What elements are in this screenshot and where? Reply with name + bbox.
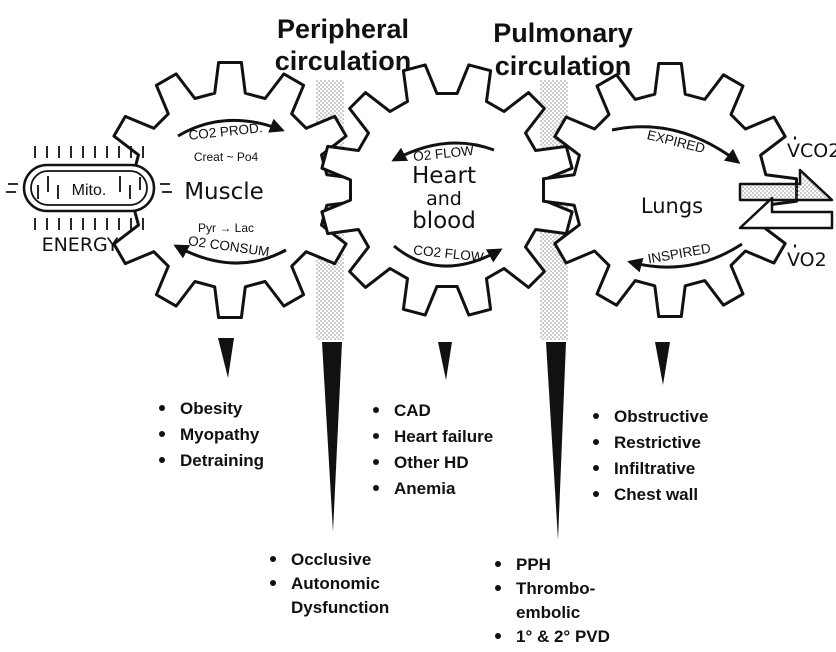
- lungs-pointer: [655, 342, 670, 385]
- heart-title-line2: and: [426, 188, 462, 210]
- peripheral-heading-line1: Peripheral: [277, 14, 409, 44]
- pulmonary-heading-line2: circulation: [495, 51, 632, 81]
- muscle-list-bullet: [159, 431, 165, 437]
- energy-label: ENERGY: [42, 234, 119, 256]
- pulmonary-heading-line1: Pulmonary: [493, 18, 633, 48]
- vco2-label: VCO2: [787, 140, 836, 162]
- muscle-list-item: Detraining: [180, 451, 264, 470]
- vo2-label: VO2: [787, 249, 827, 271]
- creat-po4-label: Creat ~ Po4: [194, 150, 259, 164]
- condition-lists: ObesityMyopathyDetrainingOcclusiveAutono…: [159, 399, 708, 646]
- peripheral-list-item: Autonomic: [291, 574, 380, 593]
- pulmonary-list-item: embolic: [516, 603, 580, 622]
- pulmonary-list-item: PPH: [516, 555, 551, 574]
- heart-title-line3: blood: [412, 208, 476, 234]
- peripheral-heading-line2: circulation: [275, 46, 412, 76]
- pulmonary-pointer: [546, 342, 566, 540]
- lungs-list-bullet: [593, 465, 599, 471]
- muscle-list-bullet: [159, 457, 165, 463]
- lungs-list-item: Chest wall: [614, 485, 698, 504]
- peripheral-pointer: [322, 342, 342, 532]
- lungs-list-bullet: [593, 439, 599, 445]
- pulmonary-list-bullet: [495, 585, 501, 591]
- lungs-list-bullet: [593, 413, 599, 419]
- muscle-list-bullet: [159, 405, 165, 411]
- muscle-list-item: Myopathy: [180, 425, 260, 444]
- lungs-title: Lungs: [641, 194, 703, 218]
- pulmonary-list-item: 1° & 2° PVD: [516, 627, 610, 646]
- heart-list-item: CAD: [394, 401, 431, 420]
- lungs-list-item: Obstructive: [614, 407, 708, 426]
- lungs-list-item: Restrictive: [614, 433, 701, 452]
- heart-list-bullet: [373, 485, 379, 491]
- pyr-lac-label: Pyr → Lac: [198, 221, 254, 235]
- heart-pointer: [438, 342, 452, 380]
- lungs-list-bullet: [593, 491, 599, 497]
- heart-list-item: Heart failure: [394, 427, 493, 446]
- peripheral-list-bullet: [270, 580, 276, 586]
- heart-title-line1: Heart: [412, 163, 476, 189]
- mito-label: Mito.: [72, 182, 107, 199]
- heart-list-bullet: [373, 459, 379, 465]
- pulmonary-list-bullet: [495, 561, 501, 567]
- muscle-pointer: [218, 338, 234, 378]
- heart-list-item: Other HD: [394, 453, 469, 472]
- heart-list-bullet: [373, 407, 379, 413]
- peripheral-list-item: Dysfunction: [291, 598, 389, 617]
- heart-list-bullet: [373, 433, 379, 439]
- muscle-title: Muscle: [184, 179, 264, 205]
- pulmonary-list-item: Thrombo-: [516, 579, 595, 598]
- muscle-list-item: Obesity: [180, 399, 243, 418]
- pulmonary-list-bullet: [495, 633, 501, 639]
- peripheral-list-bullet: [270, 556, 276, 562]
- heart-list-item: Anemia: [394, 479, 456, 498]
- peripheral-list-item: Occlusive: [291, 550, 371, 569]
- lungs-list-item: Infiltrative: [614, 459, 695, 478]
